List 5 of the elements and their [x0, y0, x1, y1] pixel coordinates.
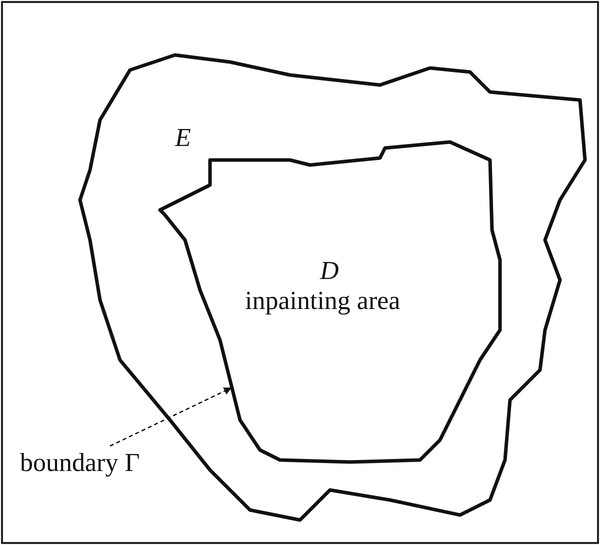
leader-line: [110, 387, 232, 447]
area-label: inpainting area: [245, 288, 400, 314]
region-label: D: [320, 258, 339, 284]
boundary-label: boundary Γ: [20, 450, 140, 476]
region-label: E: [175, 125, 191, 151]
